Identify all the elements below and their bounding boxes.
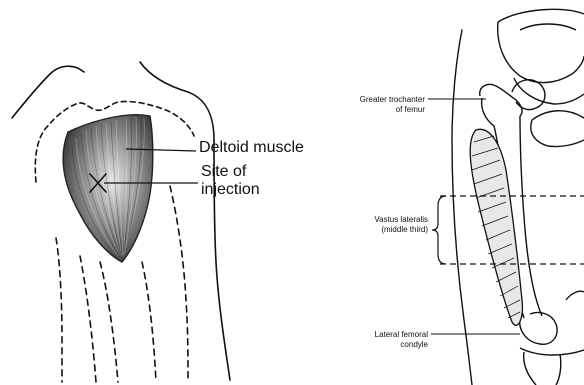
vastus-lateralis-label-line1: Vastus lateralis (374, 215, 428, 225)
greater-trochanter-label-line1: Greater trochanter (360, 95, 425, 105)
deltoid-muscle-label: Deltoid muscle (199, 139, 304, 157)
lateral-femoral-condyle-label: Lateral femoral condyle (375, 330, 428, 350)
lateral-femoral-condyle-label-line2: condyle (375, 340, 428, 350)
leg-outline (452, 30, 472, 385)
lateral-femoral-condyle-label-line1: Lateral femoral (375, 330, 428, 340)
site-of-injection-label-line1: Site of (201, 163, 260, 181)
vastus-lateralis-label-line2: (middle third) (374, 225, 428, 235)
vastus-lateralis-label: Vastus lateralis (middle third) (374, 215, 428, 235)
site-of-injection-label: Site of injection (201, 163, 260, 199)
greater-trochanter-label: Greater trochanter of femur (360, 95, 425, 115)
greater-trochanter-label-line2: of femur (360, 105, 425, 115)
site-of-injection-label-line2: injection (201, 181, 260, 199)
middle-third-bracket (432, 196, 446, 264)
pelvis (498, 9, 584, 146)
vastus-lateralis-muscle (470, 129, 522, 325)
deltoid-muscle-shape (63, 115, 153, 262)
